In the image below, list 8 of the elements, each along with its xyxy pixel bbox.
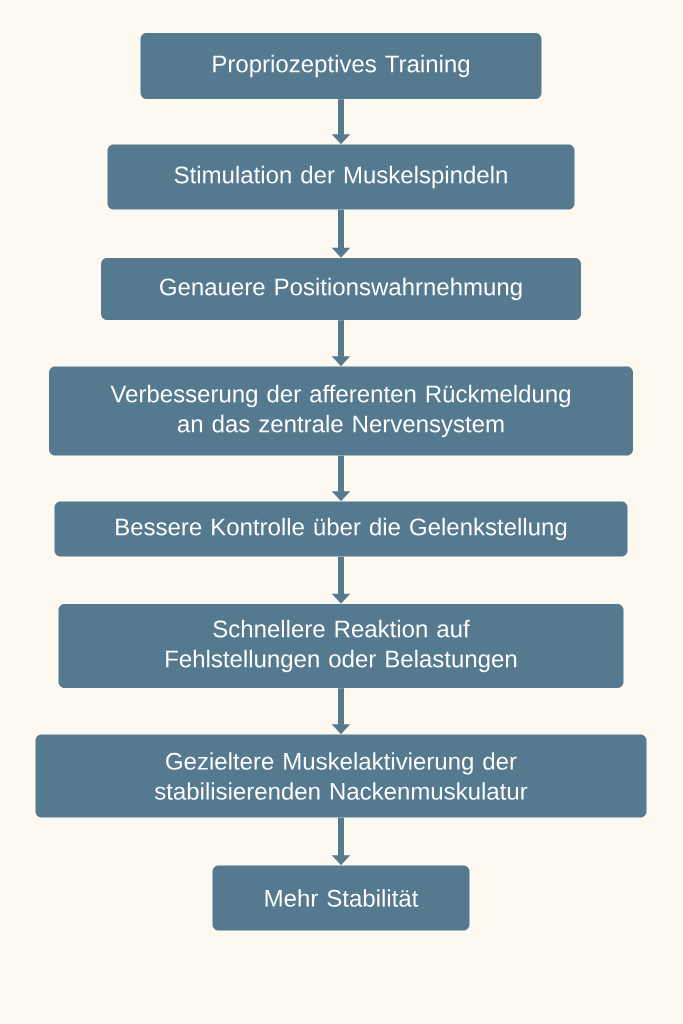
process-box: Propriozeptives Training [140, 33, 542, 99]
process-box: Stimulation der Muskelspindeln [107, 144, 575, 210]
process-box: Bessere Kontrolle über die Gelenkstellung [54, 501, 628, 557]
process-box: Mehr Stabilität [212, 865, 470, 931]
process-box: Verbesserung der afferenten Rückmeldung an das zentrale Nervensystem [49, 366, 633, 456]
process-box: Schnellere Reaktion auf Fehlstellungen oder Belastungen [58, 604, 624, 688]
process-box: Gezieltere Muskelaktivierung der stabilisierenden Nackenmuskulatur [35, 734, 647, 818]
process-box: Genauere Positionswahrnehmung [101, 258, 581, 320]
